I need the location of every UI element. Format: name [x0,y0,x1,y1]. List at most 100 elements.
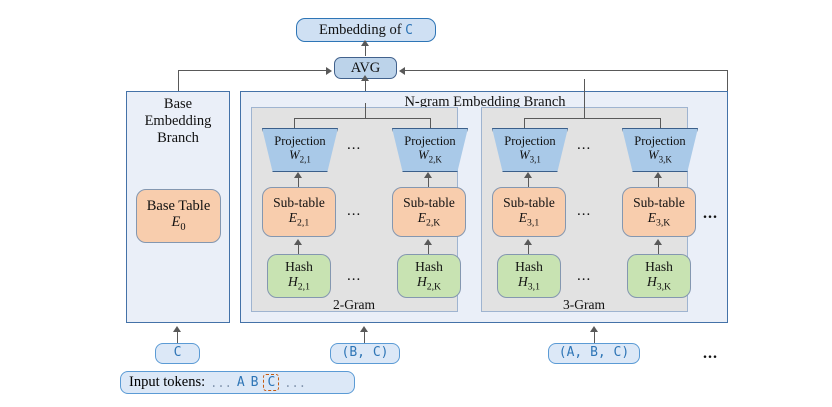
ngram-input-token-2gram[interactable]: (B, C) [330,343,400,364]
connector-ngram-riser [727,71,729,91]
connector-subtable-to-projection-3-K [658,177,660,187]
connector-2gram-spine [365,103,367,119]
arrowhead-hash-to-subtable-2-K [424,239,432,245]
connector-2gram-split-bar [294,118,431,120]
connector-3gram-left-drop [524,118,526,128]
connector-subtable-to-projection-2-K [428,177,430,187]
base-input-token-text: C [173,345,182,361]
projection-symbol-3-K: W3,K [648,147,672,165]
ellipsis-projection-3gram: ... [577,137,592,153]
ngram-input-token-3gram[interactable]: (A, B, C) [548,343,640,364]
base-table-label: Base Table [146,198,211,215]
connector-avg-to-output [365,44,367,56]
projection-node-2-1: Projection W2,1 [262,128,338,172]
projection-symbol-2-1: W2,1 [289,147,311,165]
group-caption-2gram: 2-Gram [333,297,375,312]
connector-base-to-avg [178,70,326,72]
connector-3gram-split-bar [524,118,661,120]
connector-hash-to-subtable-2-K [428,244,430,254]
base-title-line-2: Embedding [144,113,212,129]
arrowhead-hash-to-subtable-3-1 [524,239,532,245]
subtable-node-3-1: Sub-table E3,1 [492,187,566,237]
input-token-b: B [250,375,259,390]
base-input-token-node[interactable]: C [155,343,200,364]
projection-label-2-K: Projection [404,133,456,148]
subtable-symbol-3-K: E3,K [647,209,671,229]
input-token-c-highlighted[interactable]: C [263,374,280,391]
connector-base-token-riser [177,330,179,343]
projection-label-3-1: Projection [504,133,556,148]
ngram-branch-title: N-gram Embedding Branch [404,94,566,110]
arrowhead-subtable-to-projection-2-K [424,172,432,178]
projection-symbol-2-K: W2,K [418,147,442,165]
projection-symbol-3-1: W3,1 [519,147,541,165]
hash-label-3-K: Hash [645,258,673,274]
ngram-input-token-3gram-text: (A, B, C) [558,345,630,361]
input-tokens-label: Input tokens: [129,374,206,390]
base-embedding-branch-title: Base Embedding Branch [126,96,230,147]
base-title-line-3: Branch [157,130,199,146]
input-tokens-bar[interactable]: Input tokens: ... A B C ... [120,371,355,394]
subtable-label-2-K: Sub-table [403,194,455,210]
arrowhead-avg-to-output [361,40,369,46]
connector-subtable-to-projection-2-1 [298,177,300,187]
projection-node-3-1: Projection W3,1 [492,128,568,172]
hash-symbol-2-1: H2,1 [288,273,310,293]
subtable-symbol-2-1: E2,1 [288,209,310,229]
base-table-node: Base Table E0 [136,189,221,243]
output-embedding-prefix: Embedding of [318,21,402,38]
arrowhead-subtable-to-projection-3-1 [524,172,532,178]
hash-symbol-2-K: H2,K [416,273,442,293]
output-embedding-label: Embedding of C [319,22,413,39]
ellipsis-hash-3gram: ... [577,268,592,284]
connector-base-riser [178,71,180,91]
arrowhead-3gram-token [590,326,598,332]
output-embedding-token: C [405,22,413,38]
hash-node-3-1: Hash H3,1 [497,254,561,298]
connector-3gram-token-riser [594,330,596,343]
arrowhead-center-spine [361,75,369,81]
arrowhead-subtable-to-projection-3-K [654,172,662,178]
ellipsis-subtable-2gram: ... [347,203,362,219]
ellipsis-more-groups: ... [703,205,718,222]
ellipsis-more-tokens: ... [703,345,718,362]
connector-hash-to-subtable-3-K [658,244,660,254]
hash-node-2-K: Hash H2,K [397,254,461,298]
base-title-line-1: Base [163,96,193,112]
input-token-a: A [236,375,245,390]
connector-3gram-spine [584,79,586,119]
input-tokens-trailing-ellipsis: ... [284,375,306,390]
arrowhead-base-token [173,326,181,332]
avg-node: AVG [334,57,397,79]
projection-label-3-K: Projection [634,133,686,148]
arrowhead-subtable-to-projection-2-1 [294,172,302,178]
arrowhead-base-to-avg [326,66,332,75]
subtable-node-2-K: Sub-table E2,K [392,187,466,237]
hash-node-2-1: Hash H2,1 [267,254,331,298]
connector-2gram-right-drop [430,118,432,128]
base-table-symbol: E0 [171,214,186,234]
ellipsis-projection-2gram: ... [347,137,362,153]
arrowhead-hash-to-subtable-3-K [654,239,662,245]
projection-label-2-1: Projection [274,133,326,148]
connector-hash-to-subtable-2-1 [298,244,300,254]
projection-node-2-K: Projection W2,K [392,128,468,172]
connector-2gram-token-riser [364,330,366,343]
output-embedding-node: Embedding of C [296,18,436,42]
hash-node-3-K: Hash H3,K [627,254,691,298]
connector-hash-to-subtable-3-1 [528,244,530,254]
ellipsis-subtable-3gram: ... [577,203,592,219]
subtable-node-3-K: Sub-table E3,K [622,187,696,237]
hash-symbol-3-1: H3,1 [518,273,540,293]
arrowhead-ngram-to-avg [399,66,405,75]
projection-node-3-K: Projection W3,K [622,128,698,172]
ngram-input-token-2gram-text: (B, C) [341,345,389,361]
subtable-label-3-1: Sub-table [503,194,555,210]
connector-3gram-right-drop [660,118,662,128]
hash-label-3-1: Hash [515,258,543,274]
subtable-node-2-1: Sub-table E2,1 [262,187,336,237]
hash-symbol-3-K: H3,K [646,273,672,293]
avg-label: AVG [350,59,381,76]
input-tokens-leading-ellipsis: ... [210,375,232,390]
subtable-label-2-1: Sub-table [273,194,325,210]
